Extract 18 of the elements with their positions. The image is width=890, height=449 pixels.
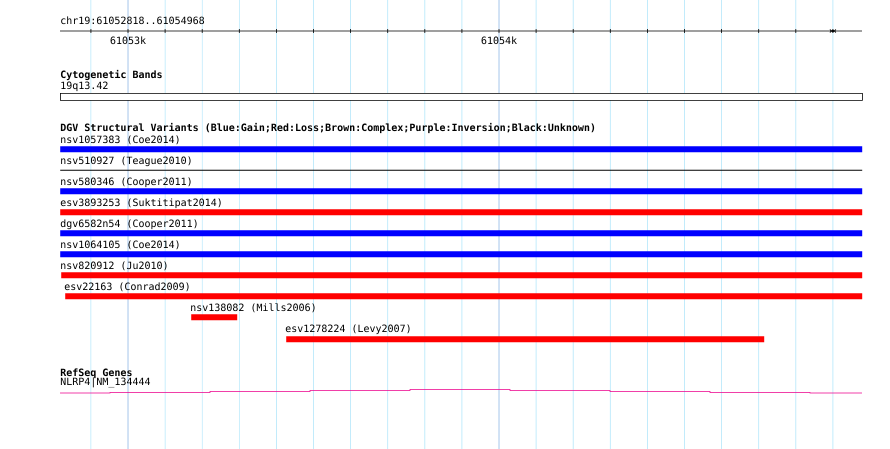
range-label: chr19:61052818..61054968 <box>61 16 204 24</box>
track-title: RefSeq Genes <box>60 368 132 378</box>
tick-label: 61054k <box>482 36 517 44</box>
feature-label: 19q13.42 <box>61 82 108 92</box>
feature-label: nsv1064105 (Coe2014) <box>61 240 179 250</box>
feature-label: nsv510927 (Teague2010) <box>61 156 191 166</box>
track-title: DGV Structural Variants (Blue:Gain;Red:Loss;Brown:Complex;Purple:Inversion;Black:Unknown) <box>60 122 594 134</box>
feature-label: nsv820912 (Ju2010) <box>61 261 166 270</box>
feature-label: nsv1057383 (Coe2014) <box>61 135 179 144</box>
feature-label: esv1278224 (Levy2007) <box>286 324 410 334</box>
tick-label: 61053k <box>110 36 146 44</box>
feature-label: nsv580346 (Cooper2011) <box>61 177 191 188</box>
feature-label: esv22163 (Conrad2009) <box>64 282 189 292</box>
feature-label: NLRP4|NM_134444 <box>60 377 150 388</box>
feature-label: esv3893253 (Suktitipat2014) <box>60 198 221 208</box>
feature-label: nsv138082 (Mills2006) <box>191 303 315 312</box>
track-title: Cytogenetic Bands <box>60 70 162 80</box>
feature-label: dgv6582n54 (Cooper2011) <box>60 219 197 230</box>
